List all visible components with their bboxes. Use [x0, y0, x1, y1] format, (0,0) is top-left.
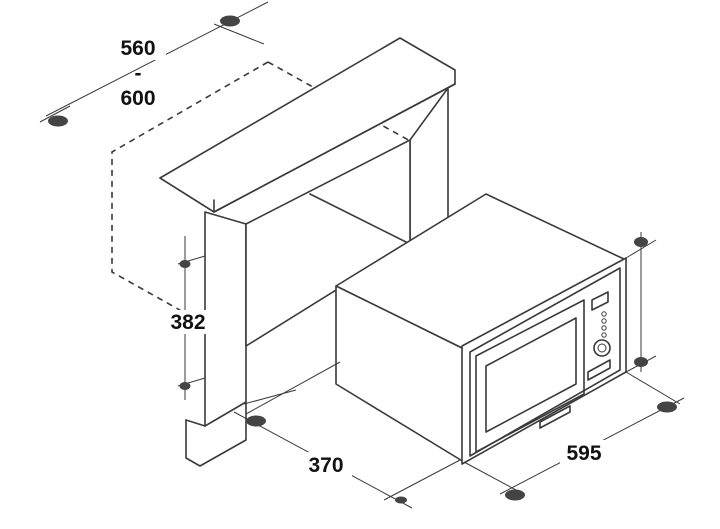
dimension-marker-icon — [179, 382, 191, 390]
label-height: 382 — [170, 311, 205, 334]
dimension-marker-icon — [48, 115, 68, 127]
dimension-labels: 560 - 600 382 370 595 — [110, 36, 610, 477]
label-width-min: 560 — [120, 37, 155, 60]
label-front-width: 595 — [566, 442, 601, 465]
microwave-body — [335, 193, 627, 465]
dimension-marker-icon — [657, 401, 677, 413]
dimension-marker-icon — [220, 15, 240, 27]
dimension-marker-icon — [505, 489, 525, 501]
dimension-marker-icon — [634, 237, 648, 247]
control-panel — [593, 311, 611, 357]
label-width-separator: - — [135, 62, 142, 85]
dimension-front-height — [625, 232, 657, 373]
button-dot-icon — [601, 332, 607, 338]
label-width-max: 600 — [120, 87, 155, 110]
dimension-marker-icon — [179, 260, 191, 268]
button-dot-icon — [601, 318, 607, 324]
dimension-marker-icon — [246, 415, 266, 427]
label-depth: 370 — [308, 454, 343, 477]
button-dot-icon — [601, 325, 607, 331]
button-dot-icon — [601, 311, 607, 317]
dimension-marker-icon — [395, 496, 407, 504]
dimension-marker-icon — [634, 357, 648, 367]
dial-knob-inner-icon — [597, 343, 607, 353]
